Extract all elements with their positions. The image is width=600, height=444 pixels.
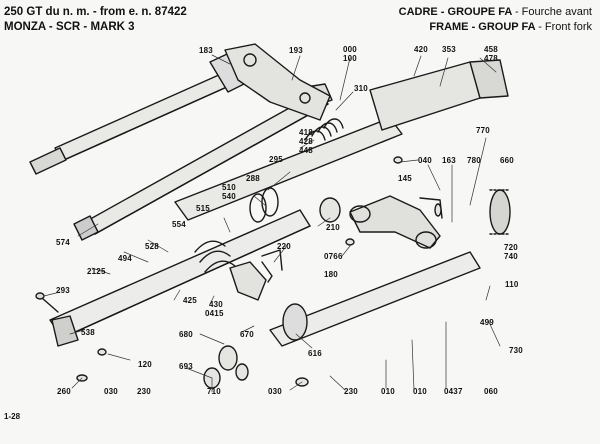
ref-295: 295	[269, 155, 283, 164]
ref-430: 430	[209, 300, 223, 309]
section-title-en-sub: - Front fork	[538, 21, 592, 33]
ref-193: 193	[289, 46, 303, 55]
ref-680: 680	[179, 330, 193, 339]
section-title-en-main: FRAME - GROUP FA	[429, 21, 536, 33]
ref-145: 145	[398, 174, 412, 183]
ref-425: 425	[183, 296, 197, 305]
ref-710: 710	[207, 387, 221, 396]
ref-040: 040	[418, 156, 432, 165]
ref-0415: 0415	[205, 309, 224, 318]
crown-bracket	[224, 43, 331, 121]
ref-693: 693	[179, 362, 193, 371]
ref-574: 574	[56, 238, 70, 247]
ref-458: 458	[484, 45, 498, 54]
spring-stack	[249, 118, 344, 223]
ref-0766: 0766	[324, 252, 343, 261]
model-title-line2: MONZA - SCR - MARK 3	[4, 21, 135, 33]
pinch-bolt	[35, 261, 273, 313]
ref-180: 180	[324, 270, 338, 279]
leader-lines	[43, 54, 501, 393]
ref-510: 510	[222, 183, 236, 192]
ref-210: 210	[326, 223, 340, 232]
ref-100: 100	[343, 54, 357, 63]
section-title-en: FRAME - GROUP FA - Front fork	[429, 21, 592, 34]
ref-448: 448	[299, 146, 313, 155]
ref-230-right: 230	[344, 387, 358, 396]
ref-616: 616	[308, 349, 322, 358]
ref-110: 110	[505, 280, 519, 289]
ref-030-left: 030	[104, 387, 118, 396]
ref-494: 494	[118, 254, 132, 263]
steering-damper-knob	[489, 189, 511, 235]
ref-163: 163	[442, 156, 456, 165]
ref-0437: 0437	[444, 387, 463, 396]
section-title-fr: CADRE - GROUPE FA - Fourche avant	[399, 6, 592, 19]
ref-740: 740	[504, 252, 518, 261]
ref-780: 780	[467, 156, 481, 165]
ref-660: 660	[500, 156, 514, 165]
ref-230-left: 230	[137, 387, 151, 396]
ref-293: 293	[56, 286, 70, 295]
fork-slider-left	[49, 209, 311, 347]
ref-499: 499	[480, 318, 494, 327]
lower-slider-right	[269, 251, 481, 347]
ref-220: 220	[277, 242, 291, 251]
ref-183: 183	[199, 46, 213, 55]
ref-538: 538	[81, 328, 95, 337]
ref-554: 554	[172, 220, 186, 229]
ref-310: 310	[354, 84, 368, 93]
axle-clamp-bracket	[229, 249, 283, 301]
model-title-line1: 250 GT du n. m. - from e. n. 87422	[4, 6, 187, 18]
ref-288: 288	[246, 174, 260, 183]
ref-730: 730	[509, 346, 523, 355]
ref-060: 060	[484, 387, 498, 396]
ref-428: 428	[299, 137, 313, 146]
ref-478: 478	[484, 54, 498, 63]
ref-540: 540	[222, 192, 236, 201]
section-title-fr-main: CADRE - GROUPE FA	[398, 6, 512, 18]
ref-528: 528	[145, 242, 159, 251]
ref-260: 260	[57, 387, 71, 396]
page-number: 1-28	[4, 412, 21, 421]
ref-120: 120	[138, 360, 152, 369]
ref-353: 353	[442, 45, 456, 54]
ref-420: 420	[414, 45, 428, 54]
section-title-fr-sub: - Fourche avant	[514, 6, 592, 18]
ref-000: 000	[343, 45, 357, 54]
ref-515: 515	[196, 204, 210, 213]
ref-720: 720	[504, 243, 518, 252]
ref-030-right: 030	[268, 387, 282, 396]
ref-010-right: 010	[413, 387, 427, 396]
ref-2125: 2125	[87, 267, 106, 276]
ref-770: 770	[476, 126, 490, 135]
steering-stem-and-clamp	[349, 195, 443, 249]
ref-418: 418	[299, 128, 313, 137]
ref-670: 670	[240, 330, 254, 339]
fork-leg-lower-slider	[174, 59, 509, 221]
ref-010-left: 010	[381, 387, 395, 396]
